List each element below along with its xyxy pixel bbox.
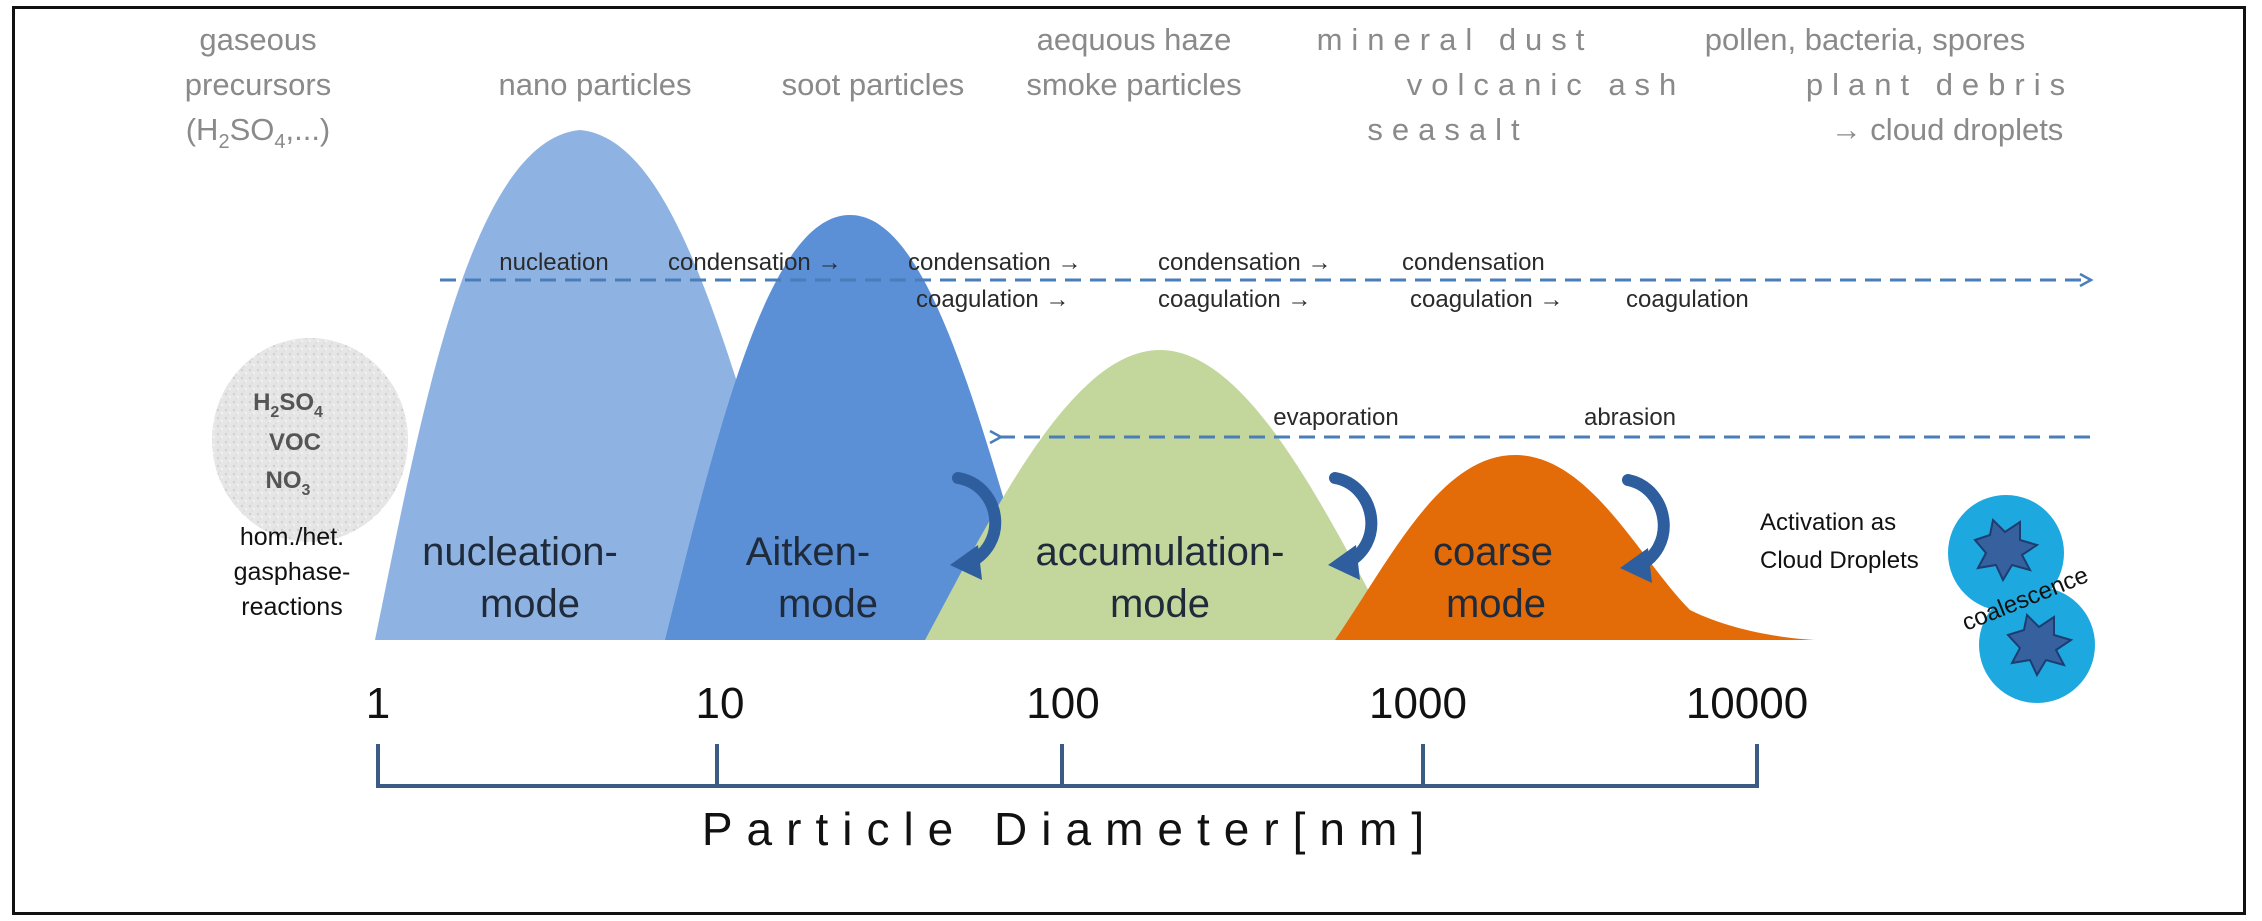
tick-label-1: 1 (366, 679, 390, 728)
accumulation-mode-curve (925, 350, 1395, 640)
source-seasalt: seasalt (1367, 112, 1528, 147)
source-soot-particles: soot particles (782, 67, 965, 102)
source-haze-line2: smoke particles (1026, 67, 1241, 102)
reaction-line1: hom./het. (240, 523, 344, 551)
process-condensation-4: condensation (1402, 249, 1545, 276)
accumulation-mode-label-line2: mode (1110, 582, 1210, 626)
nucleation-mode-label-line1: nucleation- (422, 530, 618, 574)
gas-phase-blob (212, 338, 408, 542)
activation-line1: Activation as (1760, 509, 1896, 536)
curl-arrow-accumulation (1328, 472, 1378, 580)
process-evaporation: evaporation (1273, 404, 1398, 431)
source-gaseous-line3: (H2SO4,...) (186, 112, 331, 153)
process-condensation-3: condensation → (1158, 249, 1331, 276)
x-axis (376, 744, 1759, 788)
reaction-line3: reactions (241, 593, 342, 621)
process-condensation-2: condensation → (908, 249, 1081, 276)
aitken-mode-label-line2: mode (778, 582, 878, 626)
species-h2so4: H2SO4 (253, 389, 323, 421)
process-nucleation: nucleation (499, 249, 608, 276)
source-haze-line1: aequous haze (1037, 22, 1232, 57)
species-no3: NO3 (266, 467, 311, 499)
source-pollen: pollen, bacteria, spores (1705, 22, 2026, 57)
accumulation-mode-label-line1: accumulation- (1035, 530, 1284, 574)
process-coagulation-4: coagulation (1626, 286, 1749, 313)
aitken-mode-curve (665, 215, 1045, 640)
droplet-burst-upper (1973, 517, 2040, 583)
tick-label-100: 100 (1026, 679, 1099, 728)
species-h2so4-text: H (253, 389, 270, 416)
reaction-line2: gasphase- (234, 558, 351, 586)
tick-label-10: 10 (696, 679, 745, 728)
tick-label-10000: 10000 (1686, 679, 1808, 728)
process-coagulation-1: coagulation → (916, 286, 1069, 313)
source-nano-particles: nano particles (498, 67, 691, 102)
coarse-mode-label-line2: mode (1446, 582, 1546, 626)
source-plant-debris: plant debris (1806, 67, 2074, 102)
process-condensation-1: condensation → (668, 249, 841, 276)
process-coagulation-2: coagulation → (1158, 286, 1311, 313)
process-coagulation-3: coagulation → (1410, 286, 1563, 313)
nucleation-mode-label-line2: mode (480, 582, 580, 626)
source-mineral-dust: mineral dust (1317, 22, 1594, 57)
source-gaseous-line1: gaseous (199, 22, 316, 57)
aitken-mode-label-line1: Aitken- (746, 530, 871, 574)
droplet-burst-lower (2006, 612, 2074, 678)
x-axis-label: Particle Diameter[nm] (702, 803, 1438, 855)
tick-label-1000: 1000 (1369, 679, 1467, 728)
source-volcanic-ash: volcanic ash (1407, 67, 1686, 102)
species-voc: VOC (269, 429, 321, 456)
coarse-mode-curve (1335, 455, 1815, 640)
curl-arrow-aitken (950, 472, 1002, 580)
source-cloud-droplets: → cloud droplets (1831, 112, 2064, 147)
source-gaseous-line2: precursors (185, 67, 331, 102)
process-abrasion: abrasion (1584, 404, 1676, 431)
curl-arrow-coarse (1620, 474, 1670, 583)
coarse-mode-label-line1: coarse (1433, 530, 1553, 574)
activation-line2: Cloud Droplets (1760, 547, 1919, 574)
